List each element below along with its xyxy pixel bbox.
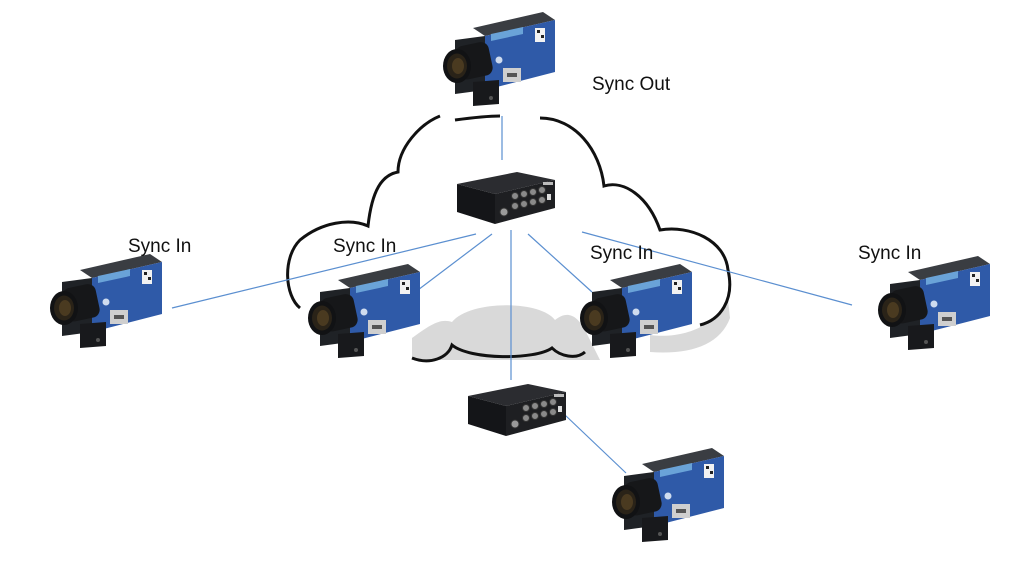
camera-bottom [612, 448, 724, 542]
camera-far-right [878, 256, 990, 350]
hub-main [456, 171, 556, 225]
link-hub-to-camera-far-left [171, 233, 477, 309]
hub-secondary [467, 383, 567, 437]
label-sync-in-far-left: Sync In [128, 236, 192, 257]
link-hub-secondary-to-camera-bottom [564, 414, 627, 474]
cloud-shadow [412, 305, 600, 360]
label-sync-in-far-right: Sync In [858, 243, 922, 264]
cloud-shadow-right [650, 300, 730, 353]
sync-links [171, 116, 853, 474]
link-hub-to-camera-far-right [581, 231, 853, 306]
label-sync-in-right: Sync In [590, 243, 654, 264]
link-hub-to-camera-left [409, 233, 493, 297]
camera-left [308, 264, 420, 358]
cloud-outline [286, 114, 732, 363]
label-sync-out: Sync Out [592, 74, 671, 95]
link-hub-to-camera-right [527, 233, 593, 293]
camera-master [443, 12, 555, 106]
camera-far-left [50, 254, 162, 348]
label-sync-in-left: Sync In [333, 236, 397, 257]
